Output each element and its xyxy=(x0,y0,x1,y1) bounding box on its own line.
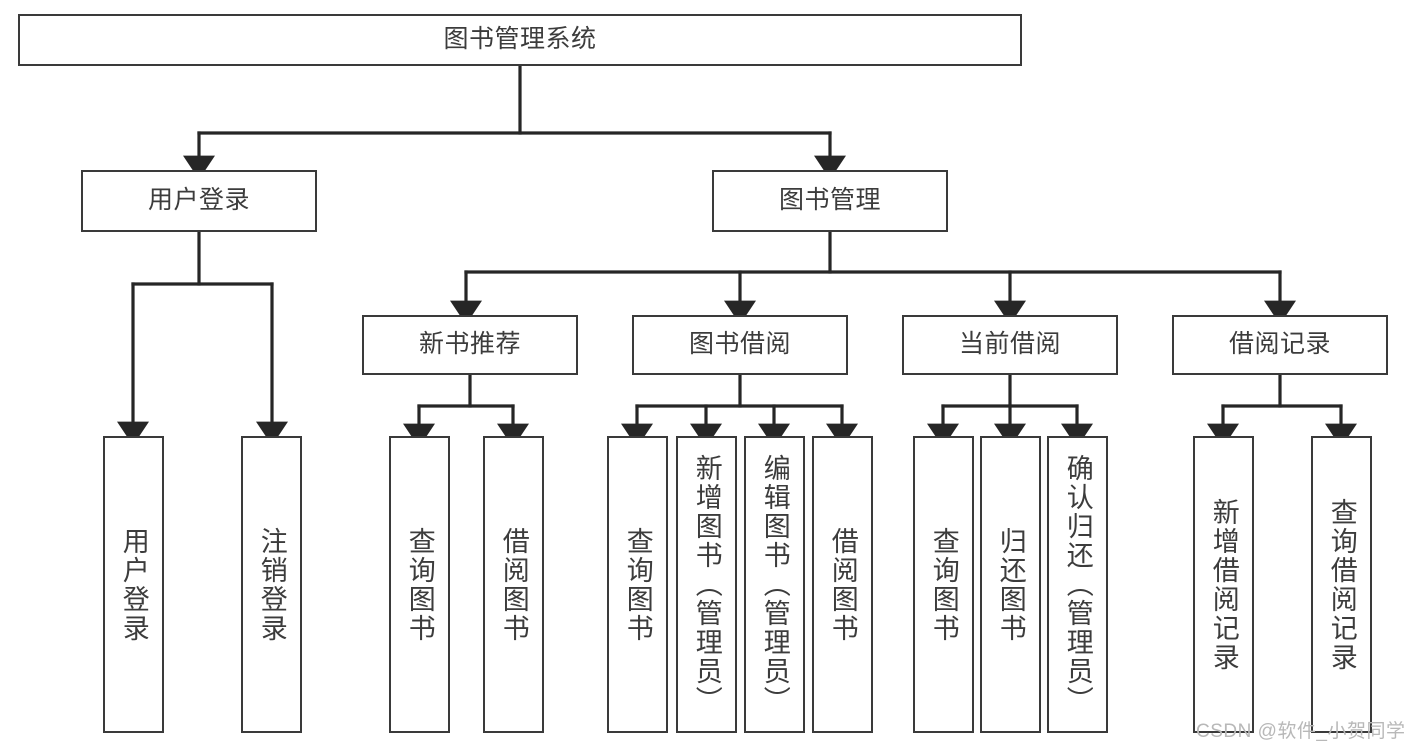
node-leaf-query-book-1-label: 查询图书 xyxy=(404,526,435,643)
node-leaf-query-book-2[interactable]: 查询图书 xyxy=(607,436,668,733)
node-leaf-borrow-book-2[interactable]: 借阅图书 xyxy=(812,436,873,733)
node-leaf-borrow-book-1[interactable]: 借阅图书 xyxy=(483,436,544,733)
node-current-borrow[interactable]: 当前借阅 xyxy=(902,315,1118,375)
node-leaf-user-login[interactable]: 用户登录 xyxy=(103,436,164,733)
node-leaf-return-book-label: 归还图书 xyxy=(995,526,1026,643)
node-leaf-query-book-3[interactable]: 查询图书 xyxy=(913,436,974,733)
node-leaf-borrow-book-2-label: 借阅图书 xyxy=(827,526,858,643)
node-leaf-add-borrow-record-label: 新增借阅记录 xyxy=(1208,497,1239,672)
node-user-login-label: 用户登录 xyxy=(147,186,250,215)
node-leaf-edit-book-label: 编辑图书（管理员） xyxy=(759,454,790,715)
node-leaf-return-book[interactable]: 归还图书 xyxy=(980,436,1041,733)
node-leaf-add-book[interactable]: 新增图书（管理员） xyxy=(676,436,737,733)
node-leaf-query-book-1[interactable]: 查询图书 xyxy=(389,436,450,733)
node-new-book-recommend-label: 新书推荐 xyxy=(418,330,521,359)
node-leaf-add-borrow-record[interactable]: 新增借阅记录 xyxy=(1193,436,1254,733)
node-book-management-label: 图书管理 xyxy=(778,186,881,215)
node-leaf-confirm-return-label: 确认归还（管理员） xyxy=(1062,454,1093,715)
node-leaf-add-book-label: 新增图书（管理员） xyxy=(691,454,722,715)
watermark-text: CSDN @软件_小贺同学 xyxy=(1196,721,1405,742)
node-leaf-logout-login[interactable]: 注销登录 xyxy=(241,436,302,733)
node-new-book-recommend[interactable]: 新书推荐 xyxy=(362,315,578,375)
node-root-book-management-system[interactable]: 图书管理系统 xyxy=(18,14,1022,66)
node-leaf-query-borrow-record-label: 查询借阅记录 xyxy=(1326,497,1357,672)
node-book-management[interactable]: 图书管理 xyxy=(712,170,948,232)
node-leaf-confirm-return[interactable]: 确认归还（管理员） xyxy=(1047,436,1108,733)
node-leaf-borrow-book-1-label: 借阅图书 xyxy=(498,526,529,643)
node-book-borrow[interactable]: 图书借阅 xyxy=(632,315,848,375)
node-current-borrow-label: 当前借阅 xyxy=(958,330,1061,359)
node-borrow-record-label: 借阅记录 xyxy=(1228,330,1331,359)
node-borrow-record[interactable]: 借阅记录 xyxy=(1172,315,1388,375)
node-leaf-user-login-label: 用户登录 xyxy=(118,526,149,643)
node-book-borrow-label: 图书借阅 xyxy=(688,330,791,359)
node-leaf-query-borrow-record[interactable]: 查询借阅记录 xyxy=(1311,436,1372,733)
node-leaf-logout-login-label: 注销登录 xyxy=(256,526,287,643)
node-root-label: 图书管理系统 xyxy=(443,25,597,54)
node-user-login[interactable]: 用户登录 xyxy=(81,170,317,232)
node-leaf-edit-book[interactable]: 编辑图书（管理员） xyxy=(744,436,805,733)
node-leaf-query-book-3-label: 查询图书 xyxy=(928,526,959,643)
node-leaf-query-book-2-label: 查询图书 xyxy=(622,526,653,643)
